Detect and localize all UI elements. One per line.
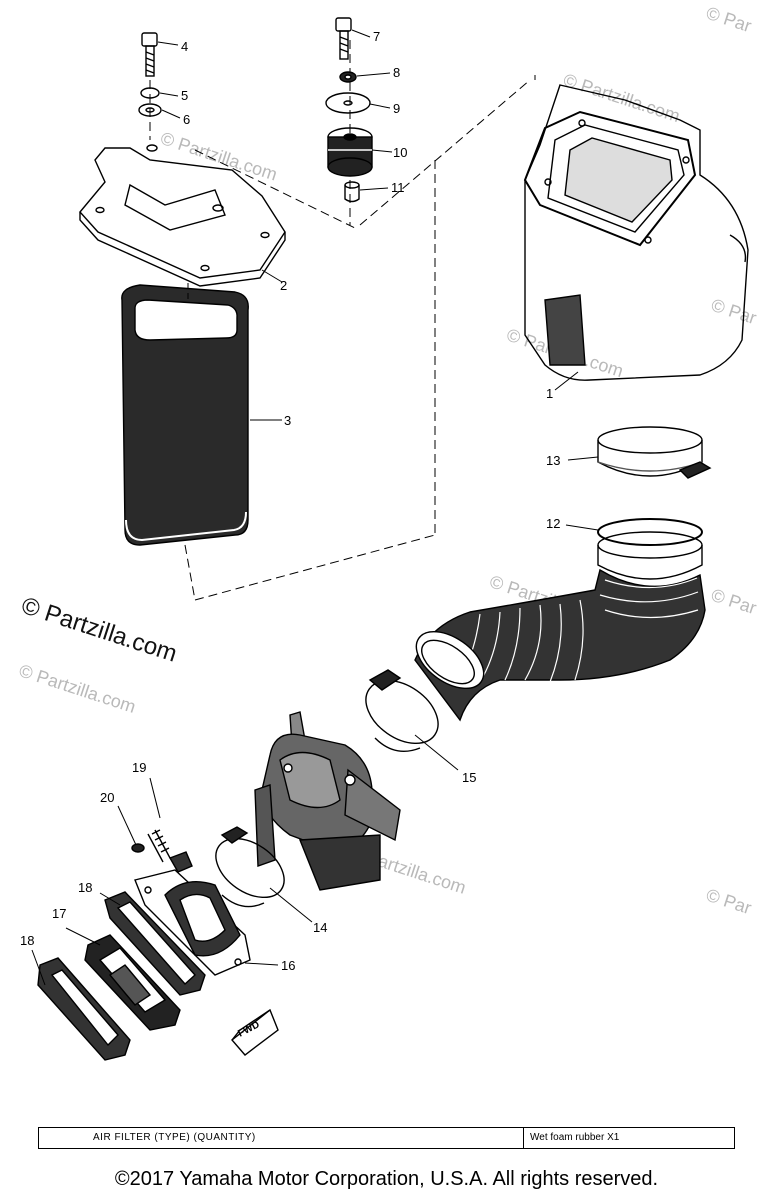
- bolt-part-19: [147, 829, 193, 873]
- callout-16: 16: [281, 958, 295, 973]
- callout-19: 19: [132, 760, 146, 775]
- watermark: © Partzilla.com: [158, 128, 280, 185]
- forward-direction-arrow: [230, 1008, 279, 1056]
- spec-value: Wet foam rubber X1: [530, 1132, 620, 1143]
- partzilla-watermark: © Partzilla.com: [18, 592, 180, 668]
- watermark: © Par: [704, 3, 754, 36]
- collar-part-11: [344, 181, 360, 203]
- callout-17: 17: [52, 906, 66, 921]
- watermark: © Partzilla.com: [561, 70, 683, 127]
- callout-10: 10: [393, 145, 407, 160]
- spring-washer-part-8: [339, 71, 357, 83]
- watermark: © Par: [704, 885, 754, 918]
- air-filter-case-part-1: [523, 84, 749, 381]
- callout-6: 6: [183, 112, 190, 127]
- hose-clamp-part-14: [215, 826, 285, 908]
- hose-clamp-part-13: [597, 426, 712, 479]
- lock-washer-part-20: [131, 843, 145, 853]
- callout-2: 2: [280, 278, 287, 293]
- watermark: © Par: [709, 295, 759, 328]
- callout-18-upper: 18: [78, 880, 92, 895]
- carburetor: [254, 711, 401, 891]
- bolt-part-7: [335, 17, 352, 60]
- washer-part-6: [138, 103, 162, 117]
- spec-table: AIR FILTER (TYPE) (QUANTITY) Wet foam ru…: [38, 1127, 735, 1149]
- callout-20: 20: [100, 790, 114, 805]
- copyright-notice: ©2017 Yamaha Motor Corporation, U.S.A. A…: [114, 1168, 659, 1190]
- callout-3: 3: [284, 413, 291, 428]
- damper-grommet-part-10: [327, 127, 373, 177]
- callout-18-lower: 18: [20, 933, 34, 948]
- callout-8: 8: [393, 65, 400, 80]
- assembly-boundary: [149, 40, 536, 601]
- spec-label: AIR FILTER (TYPE) (QUANTITY): [39, 1128, 524, 1148]
- callout-9: 9: [393, 101, 400, 116]
- parts-diagram: © Partzilla.com © Partzilla.com © Partzi…: [17, 3, 759, 1061]
- leader-lines: [31, 29, 599, 986]
- intake-manifold-part-16: [134, 869, 251, 976]
- air-duct-part-12: [414, 518, 706, 722]
- gasket-part-18-lower: [37, 957, 131, 1061]
- bolt-part-4: [141, 32, 158, 77]
- flat-washer-part-9: [325, 92, 371, 114]
- reed-valve-part-17: [84, 934, 181, 1031]
- callout-14: 14: [313, 920, 327, 935]
- callout-4: 4: [181, 39, 188, 54]
- callout-15: 15: [462, 770, 476, 785]
- callout-5: 5: [181, 88, 188, 103]
- callout-12: 12: [546, 516, 560, 531]
- air-filter-element-part-3: [121, 283, 249, 546]
- callout-11: 11: [391, 180, 405, 195]
- cover-plate-part-2: [79, 144, 286, 287]
- callout-1: 1: [546, 386, 553, 401]
- gasket-part-18-upper: [104, 891, 206, 996]
- watermark-group: © Partzilla.com © Partzilla.com © Partzi…: [17, 70, 683, 898]
- callout-13: 13: [546, 453, 560, 468]
- hose-clamp-part-15: [365, 669, 439, 752]
- callout-7: 7: [373, 29, 380, 44]
- watermark: © Par: [709, 585, 759, 618]
- watermark: © Partzilla.com: [17, 660, 139, 717]
- lock-washer-part-5: [140, 87, 160, 99]
